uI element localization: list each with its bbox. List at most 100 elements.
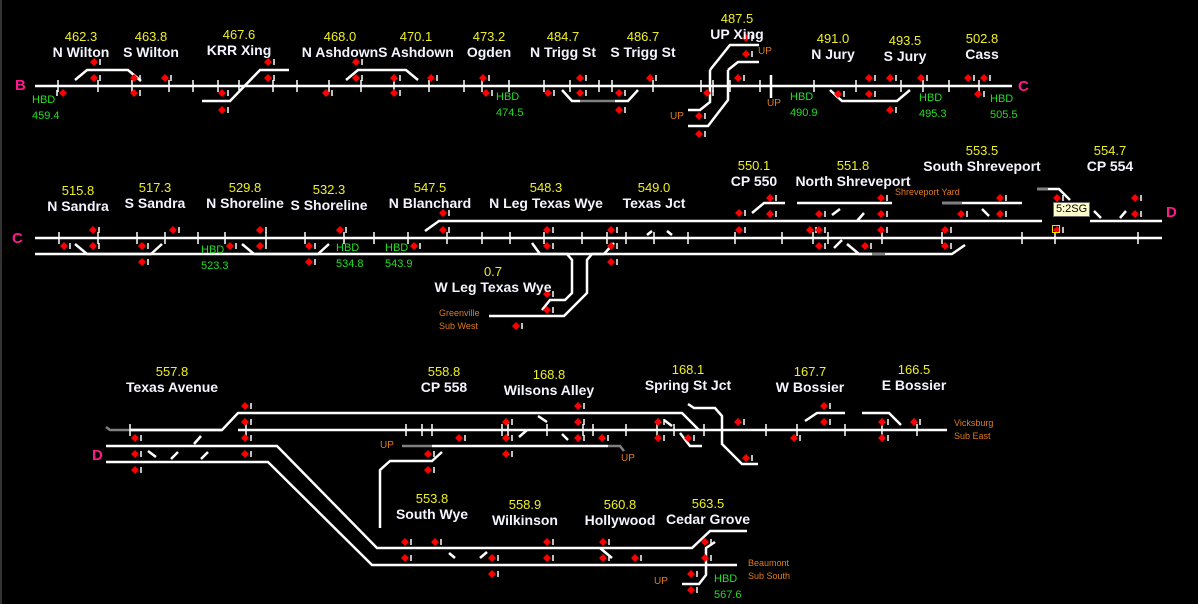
signal-icon[interactable]: [241, 450, 252, 458]
signal-icon[interactable]: [815, 242, 826, 250]
track-segment[interactable]: [193, 435, 202, 445]
track-segment[interactable]: [833, 239, 843, 249]
signal-icon[interactable]: [615, 89, 626, 97]
signal-icon[interactable]: [60, 242, 71, 250]
signal-icon[interactable]: [735, 226, 746, 234]
signal-icon[interactable]: [766, 194, 777, 202]
signal-icon[interactable]: [424, 466, 435, 474]
signal-icon[interactable]: [574, 434, 585, 442]
track-segment[interactable]: [35, 243, 966, 256]
signal-icon[interactable]: [543, 242, 554, 250]
signal-icon[interactable]: [305, 242, 316, 250]
track-segment[interactable]: [679, 432, 702, 448]
track-segment[interactable]: [856, 212, 865, 222]
signal-icon[interactable]: [256, 226, 267, 234]
track-segment[interactable]: [831, 208, 841, 216]
signal-icon[interactable]: [742, 50, 753, 58]
signal-icon[interactable]: [424, 450, 435, 458]
signal-icon[interactable]: [352, 58, 363, 66]
signal-icon[interactable]: [654, 434, 665, 442]
signal-icon[interactable]: [878, 434, 889, 442]
signal-icon[interactable]: [861, 242, 872, 250]
track-segment[interactable]: [688, 70, 730, 128]
track-segment[interactable]: [106, 460, 737, 567]
signal-icon[interactable]: [886, 106, 897, 114]
signal-icon[interactable]: [742, 454, 753, 462]
signal-icon[interactable]: [90, 58, 101, 66]
track-segment[interactable]: [537, 414, 548, 424]
signal-icon[interactable]: [607, 258, 618, 266]
track-segment[interactable]: [147, 450, 157, 458]
signal-icon[interactable]: [130, 74, 141, 82]
track-segment[interactable]: [479, 551, 488, 559]
signal-icon[interactable]: [598, 434, 609, 442]
signal-icon[interactable]: [502, 418, 513, 426]
signal-icon[interactable]: [695, 112, 706, 120]
track-segment[interactable]: [241, 243, 330, 256]
signal-icon[interactable]: [742, 34, 753, 42]
signal-icon[interactable]: [910, 418, 921, 426]
track-segment[interactable]: [615, 89, 639, 103]
signal-icon[interactable]: [401, 554, 412, 562]
track-segment[interactable]: [378, 451, 443, 528]
track-segment[interactable]: [74, 68, 142, 82]
signal-icon[interactable]: [820, 402, 831, 410]
signal-icon[interactable]: [218, 106, 229, 114]
signal-icon[interactable]: [90, 74, 101, 82]
signal-icon[interactable]: [734, 418, 745, 426]
signal-icon[interactable]: [352, 74, 363, 82]
signal-icon[interactable]: [646, 74, 657, 82]
signal-icon[interactable]: [218, 89, 229, 97]
track-segment[interactable]: [170, 451, 179, 460]
signal-icon[interactable]: [241, 402, 252, 410]
track-segment[interactable]: [688, 70, 712, 112]
signal-icon[interactable]: [701, 538, 712, 546]
signal-icon[interactable]: [974, 90, 985, 98]
train-symbol-tag[interactable]: 5:2SG: [1053, 202, 1091, 217]
track-segment[interactable]: [804, 411, 845, 423]
track-segment[interactable]: [74, 243, 163, 256]
signal-icon[interactable]: [131, 466, 142, 474]
signal-icon[interactable]: [599, 538, 610, 546]
signal-icon[interactable]: [806, 226, 817, 234]
signal-icon[interactable]: [703, 89, 714, 97]
signal-icon[interactable]: [543, 226, 554, 234]
signal-icon[interactable]: [599, 554, 610, 562]
signal-icon[interactable]: [226, 242, 237, 250]
signal-icon[interactable]: [336, 226, 347, 234]
signal-icon[interactable]: [488, 554, 499, 562]
signal-icon[interactable]: [56, 89, 67, 97]
signal-icon[interactable]: [695, 130, 706, 138]
signal-icon[interactable]: [161, 74, 172, 82]
signal-icon[interactable]: [439, 209, 450, 217]
signal-icon[interactable]: [865, 74, 876, 82]
signal-icon[interactable]: [766, 210, 777, 218]
track-segment[interactable]: [345, 68, 419, 81]
signal-icon[interactable]: [401, 538, 412, 546]
signal-icon[interactable]: [877, 210, 888, 218]
signal-icon[interactable]: [687, 586, 698, 594]
signal-icon[interactable]: [390, 89, 401, 97]
track-segment[interactable]: [561, 89, 580, 103]
signal-icon[interactable]: [684, 434, 695, 442]
track-segment[interactable]: [846, 243, 872, 256]
